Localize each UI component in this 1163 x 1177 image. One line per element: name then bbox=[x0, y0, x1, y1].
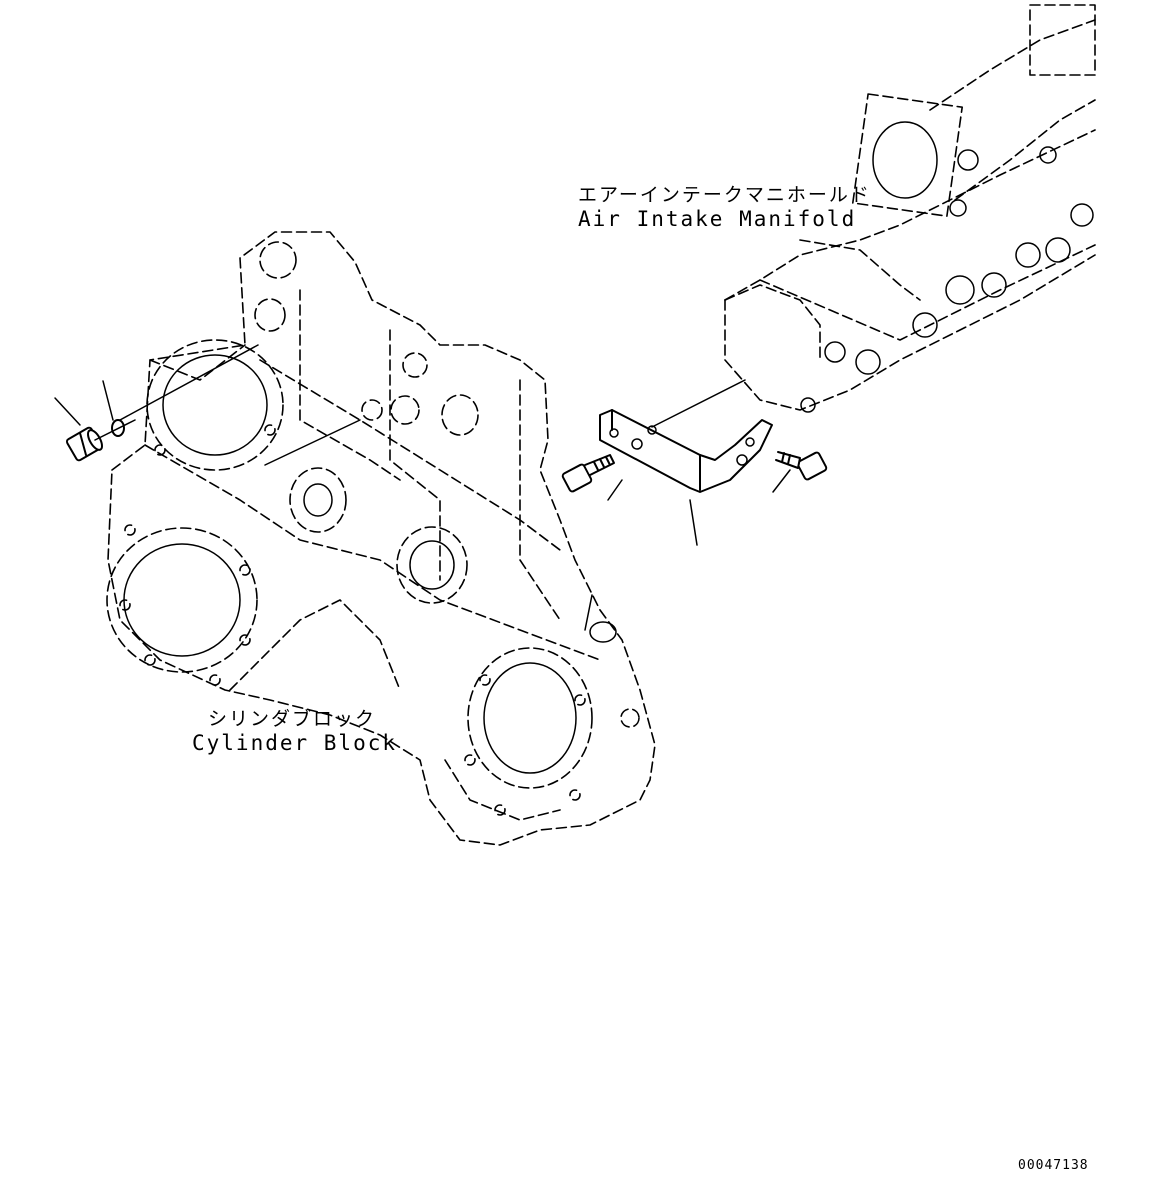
cylinder-block-label-en: Cylinder Block bbox=[192, 731, 398, 755]
air-intake-manifold-label-jp: エアーインテークマニホールド bbox=[578, 184, 871, 206]
cylinder-block-drawing bbox=[106, 231, 656, 846]
cylinder-block-label-jp: シリンダブロック bbox=[207, 708, 376, 730]
cylinder-block-label: シリンダブロック Cylinder Block bbox=[192, 704, 398, 755]
air-intake-manifold-label-en: Air Intake Manifold bbox=[578, 207, 857, 231]
air-intake-manifold-label: エアーインテークマニホールド Air Intake Manifold bbox=[578, 180, 871, 231]
bracket bbox=[599, 409, 773, 493]
leader-lines bbox=[54, 344, 791, 631]
drawing-number: 00047138 bbox=[1018, 1158, 1089, 1173]
plug bbox=[65, 426, 103, 462]
bolt-left bbox=[561, 454, 615, 493]
air-intake-manifold-drawing bbox=[724, 4, 1096, 413]
bolt-right bbox=[775, 451, 828, 481]
